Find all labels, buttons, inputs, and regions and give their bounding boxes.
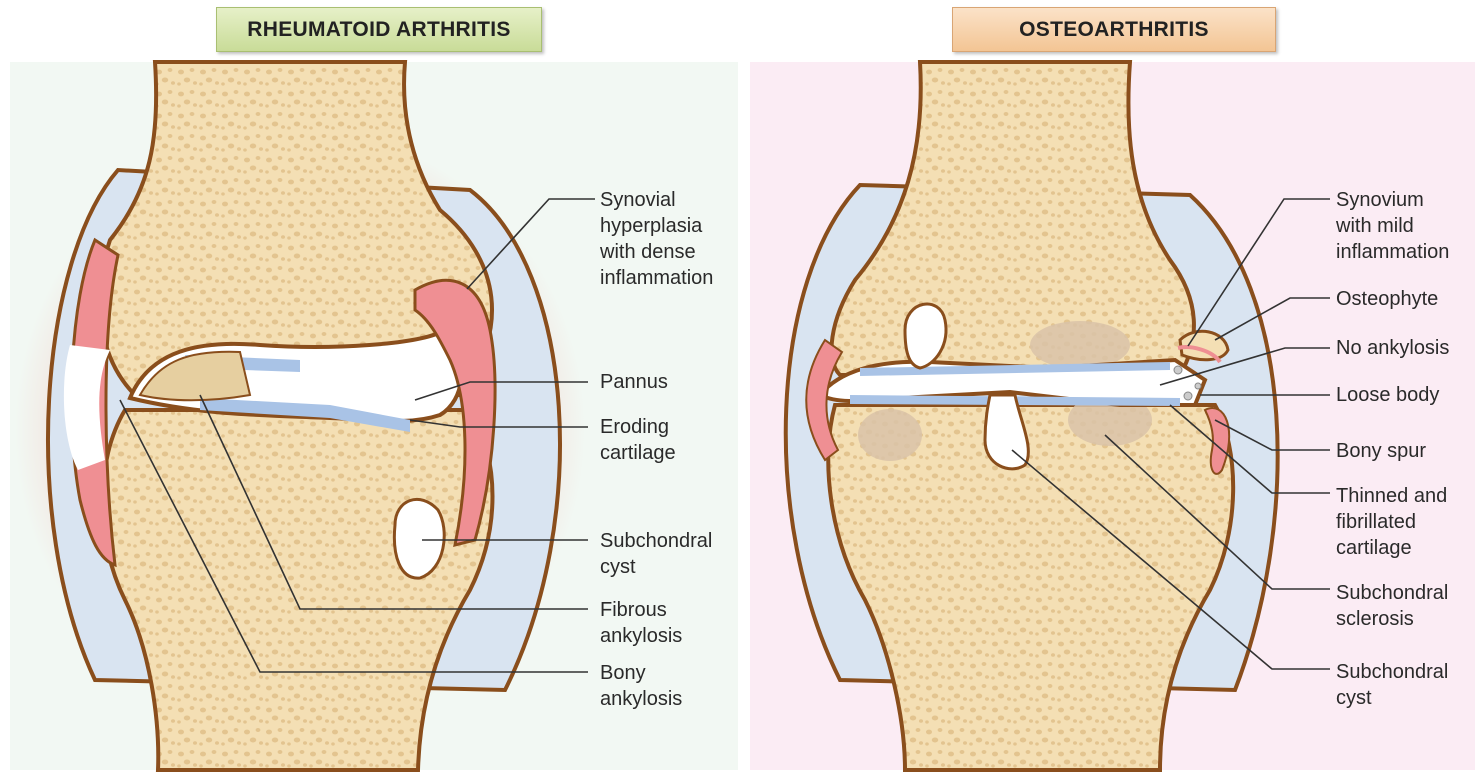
oa-sclerosis-left	[858, 409, 922, 461]
label-bony-spur: Bony spur	[1336, 438, 1426, 464]
label-subchondral-sclerosis: Subchondral sclerosis	[1336, 580, 1448, 632]
label-osteophyte: Osteophyte	[1336, 286, 1438, 312]
oa-loose-body-3	[1195, 383, 1201, 389]
label-ra-subchondral-cyst: Subchondral cyst	[600, 528, 712, 580]
label-thinned-cartilage: Thinned and fibrillated cartilage	[1336, 483, 1447, 561]
label-pannus: Pannus	[600, 369, 668, 395]
oa-sclerosis-upper	[1030, 321, 1130, 369]
label-loose-body: Loose body	[1336, 382, 1439, 408]
oa-loose-body-2	[1184, 392, 1192, 400]
ra-panel-title: RHEUMATOID ARTHRITIS	[216, 7, 542, 52]
label-synovium-mild: Synovium with mild inflammation	[1336, 187, 1449, 265]
oa-panel-title: OSTEOARTHRITIS	[952, 7, 1276, 52]
label-synovial-hyperplasia: Synovial hyperplasia with dense inflamma…	[600, 187, 713, 291]
label-bony-ankylosis: Bony ankylosis	[600, 660, 682, 712]
label-no-ankylosis: No ankylosis	[1336, 335, 1449, 361]
ra-subchondral-cyst	[394, 499, 444, 578]
label-fibrous-ankylosis: Fibrous ankylosis	[600, 597, 682, 649]
label-oa-subchondral-cyst: Subchondral cyst	[1336, 659, 1448, 711]
label-eroding-cartilage: Eroding cartilage	[600, 414, 676, 466]
oa-loose-body-1	[1174, 366, 1182, 374]
